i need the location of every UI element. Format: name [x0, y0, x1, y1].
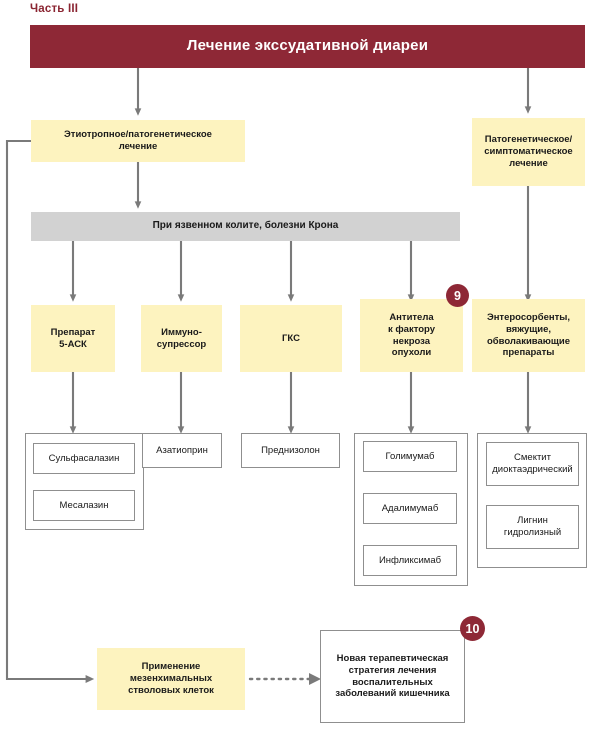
drug-prednisolone[interactable]: Преднизолон — [241, 433, 340, 468]
drug-adalimumab[interactable]: Адалимумаб — [363, 493, 457, 524]
badge-9: 9 — [446, 284, 469, 307]
category-immunosuppressor[interactable]: Иммуно-супрессор — [141, 305, 222, 372]
category-gks[interactable]: ГКС — [240, 305, 342, 372]
drug-golimumab[interactable]: Голимумаб — [363, 441, 457, 472]
drug-mesalazine[interactable]: Месалазин — [33, 490, 135, 521]
drug-infliximab[interactable]: Инфликсимаб — [363, 545, 457, 576]
part-label: Часть III — [30, 3, 79, 15]
drug-azathioprine[interactable]: Азатиоприн — [142, 433, 222, 468]
page-title: Лечение экссудативной диареи — [30, 25, 585, 68]
condition-bar: При язвенном колите, болезни Крона — [31, 212, 460, 241]
drug-sulfasalazine[interactable]: Сульфасалазин — [33, 443, 135, 474]
badge-10: 10 — [460, 616, 485, 641]
